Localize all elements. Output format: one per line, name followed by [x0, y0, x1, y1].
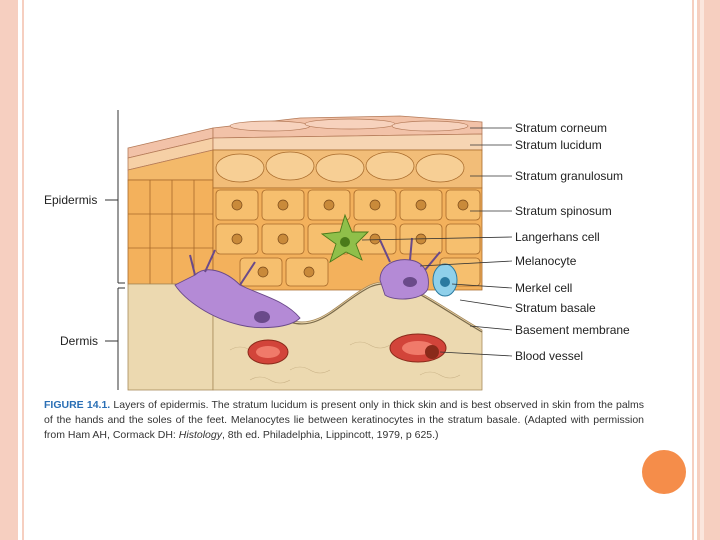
slide-frame-right-line — [692, 0, 694, 540]
slide-frame-left-line — [22, 0, 24, 540]
melanocyte-cells — [174, 237, 441, 329]
label-langerhans-cell: Langerhans cell — [515, 230, 600, 244]
label-basement-membrane: Basement membrane — [515, 323, 630, 337]
slide-frame-left — [0, 0, 18, 540]
label-stratum-basale: Stratum basale — [515, 301, 596, 315]
layer-labels: Stratum corneum Stratum lucidum Stratum … — [515, 121, 630, 363]
caption-text-end: , 8th ed. Philadelphia, Lippincott, 1979… — [221, 429, 439, 441]
label-melanocyte: Melanocyte — [515, 254, 577, 268]
label-stratum-corneum: Stratum corneum — [515, 121, 607, 135]
label-stratum-lucidum: Stratum lucidum — [515, 138, 602, 152]
slide-frame-right-inner — [700, 0, 704, 540]
label-stratum-spinosum: Stratum spinosum — [515, 204, 612, 218]
label-merkel-cell: Merkel cell — [515, 281, 572, 295]
dermis-label: Dermis — [60, 334, 98, 348]
label-blood-vessel: Blood vessel — [515, 349, 583, 363]
block-front-face — [127, 127, 214, 391]
accent-circle — [642, 450, 686, 494]
figure-number: FIGURE 14.1. — [44, 399, 111, 411]
skin-layers-diagram: Epidermis Dermis — [44, 110, 630, 391]
blood-vessels — [247, 333, 447, 365]
label-stratum-granulosum: Stratum granulosum — [515, 169, 623, 183]
figure-caption: FIGURE 14.1. Layers of epidermis. The st… — [44, 398, 644, 443]
epidermis-label: Epidermis — [44, 193, 97, 207]
caption-book-title: Histology — [178, 429, 222, 441]
caption-text: Layers of epidermis. The stratum lucidum… — [44, 399, 644, 441]
